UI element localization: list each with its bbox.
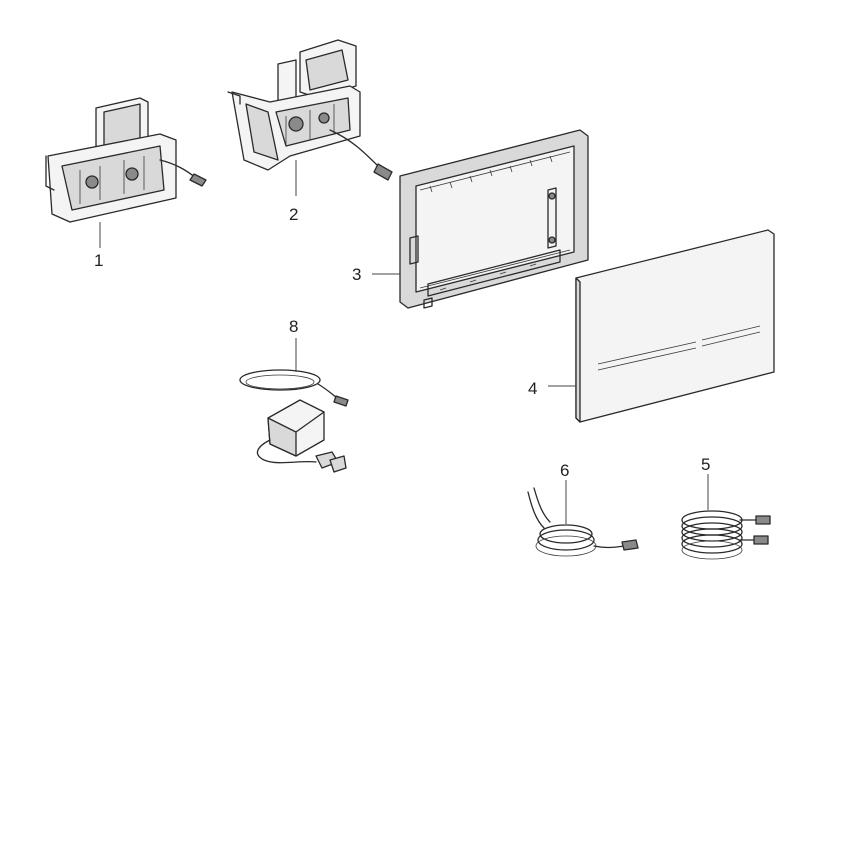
callout-8: 8 <box>289 317 298 336</box>
part-2-actuator-housing <box>227 39 393 196</box>
part-6-cable <box>527 480 639 557</box>
callout-6: 6 <box>560 461 569 480</box>
callout-2: 2 <box>289 205 298 224</box>
part-3-mounting-frame <box>372 129 589 309</box>
callout-1: 1 <box>94 251 103 270</box>
callout-3: 3 <box>352 265 361 284</box>
part-4-cover-plate <box>548 229 775 423</box>
callout-5: 5 <box>701 455 710 474</box>
part-8-power-supply <box>239 338 349 473</box>
callout-4: 4 <box>528 379 537 398</box>
part-5-coiled-cable <box>681 474 771 560</box>
part-1-actuator-bracket <box>45 97 207 248</box>
